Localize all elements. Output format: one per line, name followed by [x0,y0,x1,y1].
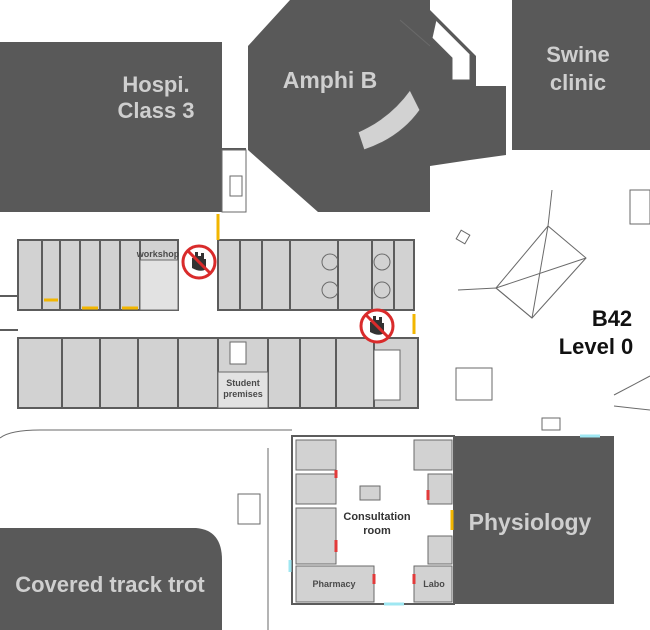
label-consultation: Consultation [343,511,410,523]
label-pharmacy: Pharmacy [312,579,355,589]
upper-block [0,214,416,334]
consultation-block [288,434,600,606]
labels: Hospi. Class 3 Amphi B Swine clinic Phys… [15,42,633,597]
level-label: Level 0 [559,334,634,359]
label-swine-clinic: clinic [550,70,606,95]
amphi-interior [221,19,471,213]
label-workshop: workshop [136,249,180,259]
label-amphi-b: Amphi B [283,67,378,93]
label-hospi: Hospi. [122,72,189,97]
label-hospi-class: Class 3 [117,98,194,123]
no-entry-hand-icon [359,308,395,344]
building-physiology[interactable] [454,436,614,604]
no-entry-hand-icon [181,244,217,280]
lower-block [17,337,419,409]
label-swine: Swine [546,42,610,67]
building-amphi-b[interactable] [248,0,506,212]
label-labo: Labo [423,579,445,589]
label-student: Student [226,378,260,388]
label-covered-track: Covered track trot [15,572,205,597]
label-physiology: Physiology [469,509,592,535]
building-swine-clinic[interactable] [512,0,650,150]
building-hospi-class-3[interactable] [0,42,246,212]
outdoor-details [0,189,650,630]
label-student-premises: premises [223,389,263,399]
building-code: B42 [592,306,632,331]
building-covered-track-trot[interactable] [0,528,222,630]
label-consultation-room: room [363,525,391,537]
